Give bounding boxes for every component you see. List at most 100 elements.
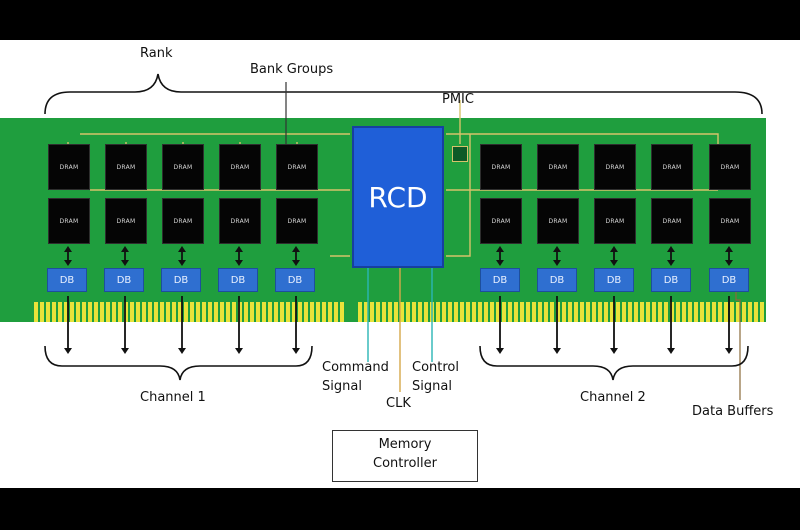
gold-finger [538,302,542,322]
arrow-head [725,246,733,252]
arrow-head [725,348,733,354]
gold-finger [376,302,380,322]
gold-finger [694,302,698,322]
dram-chip: DRAM [219,198,261,244]
gold-finger [568,302,572,322]
gold-finger [58,302,62,322]
gold-finger [580,302,584,322]
gold-finger [574,302,578,322]
dram-chip: DRAM [162,144,204,190]
gold-finger [292,302,296,322]
gold-finger [646,302,650,322]
dram-chip: DRAM [480,144,522,190]
gold-finger [244,302,248,322]
gold-edge-connector [34,302,764,322]
arrow-head [610,348,618,354]
gold-finger [316,302,320,322]
gold-finger [94,302,98,322]
gold-finger [640,302,644,322]
dram-chip: DRAM [219,144,261,190]
gold-finger [64,302,68,322]
gold-finger [40,302,44,322]
gold-finger [340,302,344,322]
gold-finger [562,302,566,322]
memory-controller-box: Memory Controller [332,430,478,482]
arrow-head [292,348,300,354]
gold-finger [46,302,50,322]
gold-finger [154,302,158,322]
memory-controller-label-line1: Memory [378,437,432,452]
gold-finger [460,302,464,322]
data-buffer-chip: DB [537,268,577,292]
arrow-head [64,246,72,252]
arrow-head [292,260,300,266]
gold-finger [298,302,302,322]
gold-finger [556,302,560,322]
dram-chip: DRAM [709,198,751,244]
gold-finger [118,302,122,322]
gold-finger [190,302,194,322]
gold-finger [448,302,452,322]
gold-finger [358,302,362,322]
gold-finger [196,302,200,322]
dram-chip: DRAM [48,144,90,190]
dram-chip: DRAM [537,198,579,244]
gold-finger [706,302,710,322]
arrow-head [121,348,129,354]
dram-chip: DRAM [651,144,693,190]
gold-finger [334,302,338,322]
gold-finger [592,302,596,322]
gold-finger [748,302,752,322]
data-buffer-chip: DB [651,268,691,292]
gold-finger [268,302,272,322]
gold-finger [232,302,236,322]
gold-finger [502,302,506,322]
dram-chip: DRAM [537,144,579,190]
gold-finger [514,302,518,322]
dram-chip: DRAM [709,144,751,190]
gold-finger [520,302,524,322]
gold-finger [364,302,368,322]
arrow-head [121,260,129,266]
arrow-head [610,246,618,252]
arrow-head [235,348,243,354]
gold-finger [724,302,728,322]
gold-finger [52,302,56,322]
gold-finger [700,302,704,322]
gold-finger [286,302,290,322]
gold-finger [670,302,674,322]
gold-finger [742,302,746,322]
arrow-head [496,246,504,252]
gold-finger [712,302,716,322]
arrow-head [178,246,186,252]
gold-finger [610,302,614,322]
arrow-head [64,348,72,354]
gold-finger [658,302,662,322]
gold-finger [70,302,74,322]
gold-finger [472,302,476,322]
gold-finger [466,302,470,322]
gold-finger [322,302,326,322]
gold-finger [760,302,764,322]
gold-finger [478,302,482,322]
gold-finger [136,302,140,322]
gold-finger [184,302,188,322]
gold-finger [628,302,632,322]
data-buffer-chip: DB [480,268,520,292]
gold-finger [508,302,512,322]
arrow-head [667,246,675,252]
data-buffer-chip: DB [709,268,749,292]
gold-finger [208,302,212,322]
channel-2-brace [479,345,749,381]
pcb-traces [67,100,719,257]
arrow-head [235,260,243,266]
gold-finger [280,302,284,322]
arrow-head [235,246,243,252]
dram-chip: DRAM [480,198,522,244]
rcd-chip: RCD [352,126,444,268]
dram-chip: DRAM [105,198,147,244]
gold-finger [676,302,680,322]
gold-finger [310,302,314,322]
data-buffer-chip: DB [104,268,144,292]
gold-finger [532,302,536,322]
